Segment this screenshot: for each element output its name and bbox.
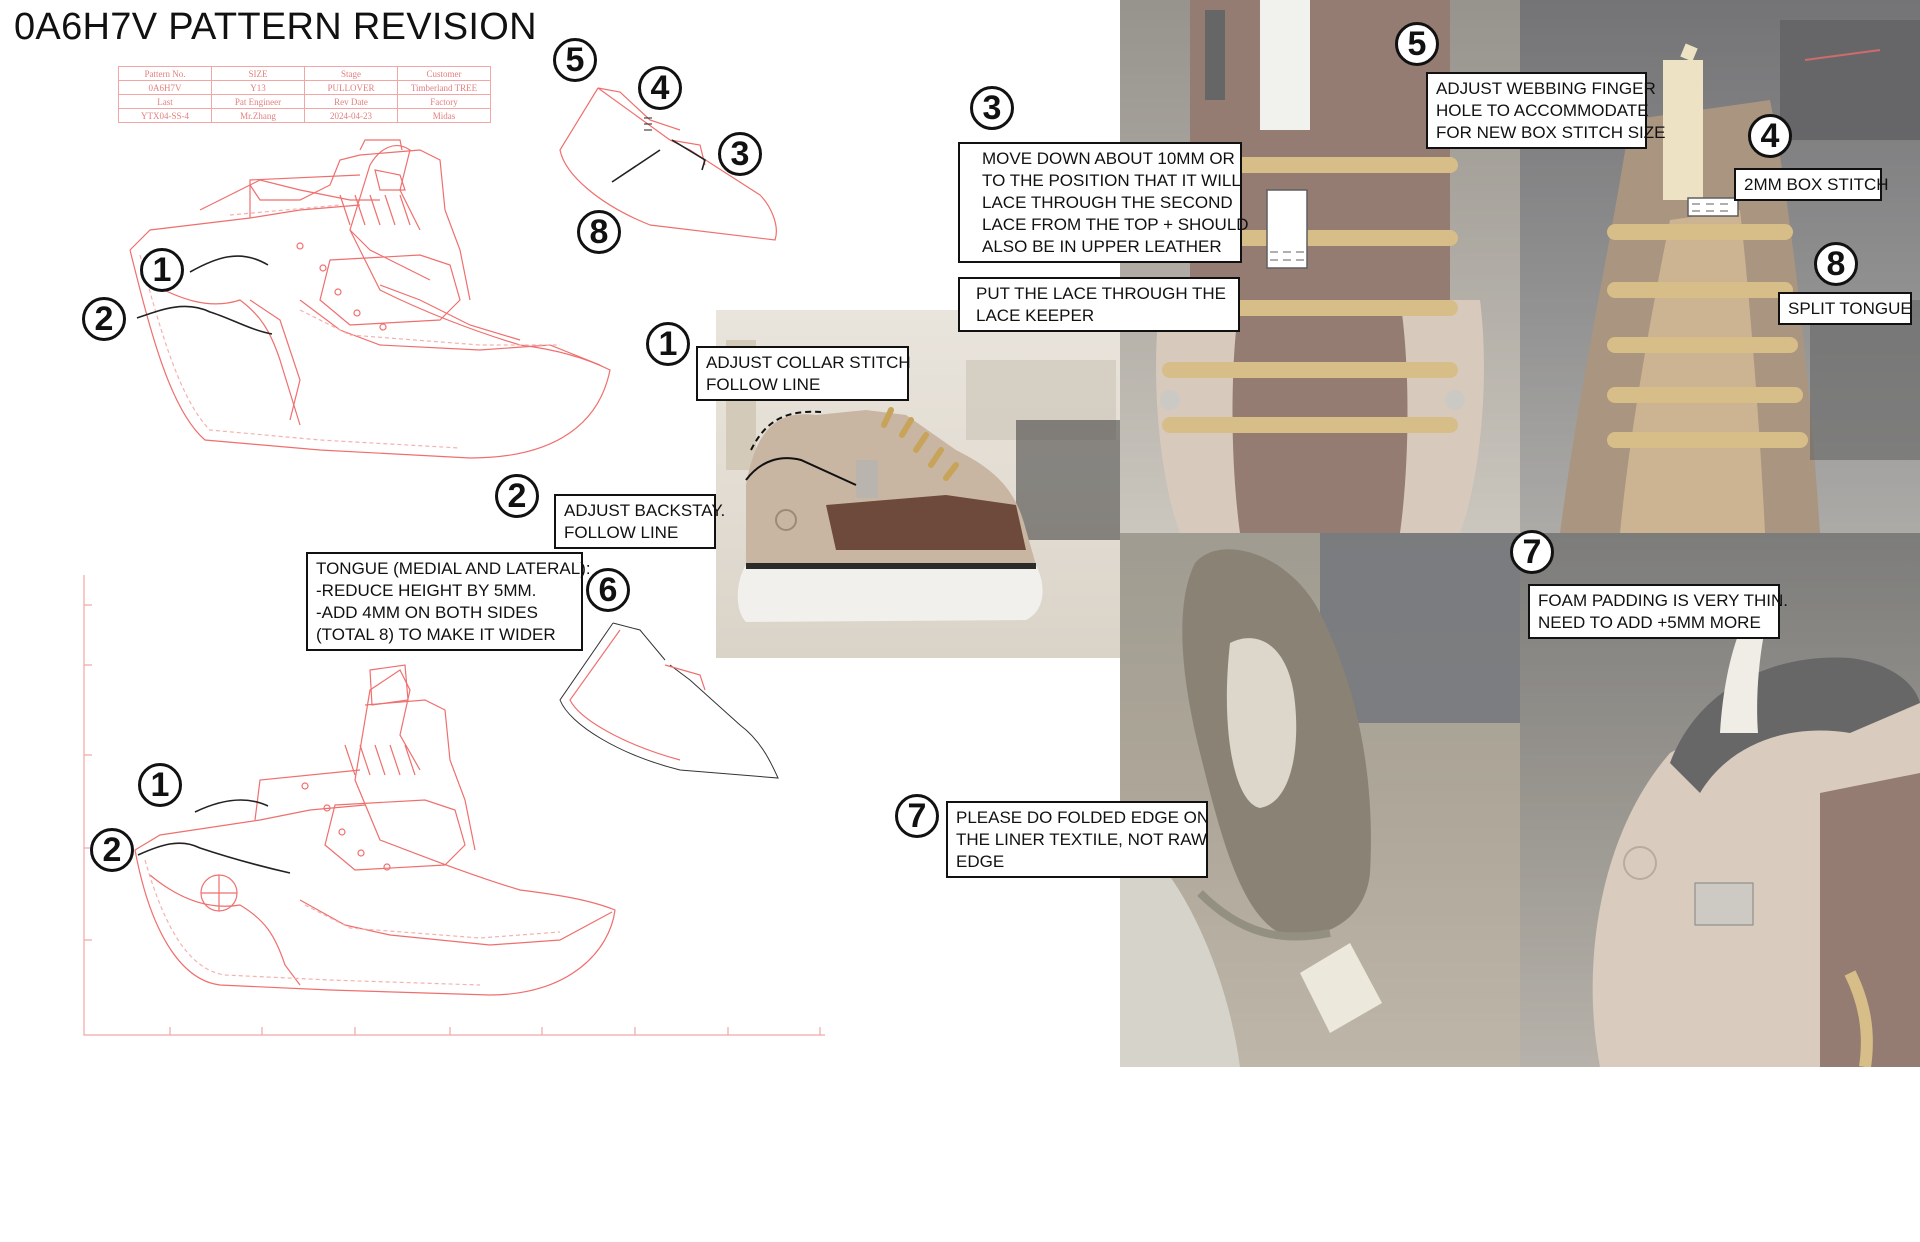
revision-lines bbox=[136, 139, 706, 874]
marker-7-liner: 7 bbox=[895, 794, 939, 838]
marker-3-photo: 3 bbox=[970, 86, 1014, 130]
callout-line: TO THE POSITION THAT IT WILL bbox=[982, 171, 1241, 190]
upper-pattern-top-stitch bbox=[139, 204, 560, 449]
callout-collar-stitch: ADJUST COLLAR STITCH FOLLOW LINE bbox=[696, 346, 911, 401]
liner-illustration bbox=[1120, 533, 1520, 1067]
callout-line: ADJUST BACKSTAY. bbox=[564, 501, 726, 520]
callout-split-tongue: SPLIT TONGUE bbox=[1778, 292, 1912, 325]
callout-line: TONGUE (MEDIAL AND LATERAL): bbox=[316, 559, 591, 578]
tongue-pattern-bottom-inner bbox=[569, 629, 706, 761]
marker-3-tongue: 3 bbox=[718, 132, 762, 176]
marker-1-top-pattern: 1 bbox=[140, 248, 184, 292]
pull-tab-illustration bbox=[1560, 20, 1920, 533]
marker-8-photo: 8 bbox=[1814, 242, 1858, 286]
callout-line: THE LINER TEXTILE, NOT RAW bbox=[956, 830, 1207, 849]
marker-2-top-pattern: 2 bbox=[82, 297, 126, 341]
laces-illustration bbox=[1156, 0, 1484, 533]
callout-folded-edge: PLEASE DO FOLDED EDGE ON THE LINER TEXTI… bbox=[946, 801, 1210, 878]
callout-line: (TOTAL 8) TO MAKE IT WIDER bbox=[316, 625, 556, 644]
callout-line: EDGE bbox=[956, 852, 1005, 871]
marker-2-bottom-pattern: 2 bbox=[90, 828, 134, 872]
callout-line: ADJUST WEBBING FINGER bbox=[1436, 79, 1656, 98]
marker-6-tongue-bottom: 6 bbox=[586, 568, 630, 612]
callout-line: FOLLOW LINE bbox=[706, 375, 821, 394]
table-row: YTX04-SS-4 Mr.Zhang 2024-04-23 Midas bbox=[118, 108, 491, 123]
callout-line: -REDUCE HEIGHT BY 5MM. bbox=[316, 581, 537, 600]
photo-side-view bbox=[716, 310, 1120, 658]
callout-backstay: ADJUST BACKSTAY. FOLLOW LINE bbox=[554, 494, 726, 549]
callout-line: FOLLOW LINE bbox=[564, 523, 679, 542]
marker-5-photo: 5 bbox=[1395, 22, 1439, 66]
marker-1-bottom-pattern: 1 bbox=[138, 763, 182, 807]
marker-4-photo: 4 bbox=[1748, 114, 1792, 158]
boot-illustration bbox=[726, 340, 1120, 622]
tongue-pattern-bottom bbox=[559, 622, 779, 779]
callout-tongue-size: TONGUE (MEDIAL AND LATERAL): -REDUCE HEI… bbox=[306, 552, 591, 651]
pattern-ruler bbox=[83, 575, 825, 1036]
pattern-info-table: Pattern No. SIZE Stage Customer 0A6H7V Y… bbox=[118, 66, 491, 123]
callout-lace-position: MOVE DOWN ABOUT 10MM OR TO THE POSITION … bbox=[958, 142, 1249, 263]
dashed-mark-4 bbox=[644, 117, 652, 131]
callout-line: LACE FROM THE TOP + SHOULD bbox=[982, 215, 1249, 234]
callout-line: FOR NEW BOX STITCH SIZE bbox=[1436, 123, 1666, 142]
eyelet-marks-bottom bbox=[301, 782, 391, 871]
callout-line: ADJUST COLLAR STITCH bbox=[706, 353, 911, 372]
photo-laces-front bbox=[1120, 0, 1520, 533]
upper-pattern-bottom bbox=[134, 664, 616, 996]
callout-line: NEED TO ADD +5MM MORE bbox=[1538, 613, 1761, 632]
callout-line: LACE KEEPER bbox=[976, 306, 1095, 325]
callout-line: LACE THROUGH THE SECOND bbox=[982, 193, 1233, 212]
marker-4-tongue: 4 bbox=[638, 66, 682, 110]
callout-line: 2MM BOX STITCH bbox=[1744, 175, 1889, 194]
photo-liner-inside bbox=[1120, 533, 1520, 1067]
table-cell: Midas bbox=[397, 108, 491, 123]
callout-line: HOLE TO ACCOMMODATE bbox=[1436, 101, 1649, 120]
marker-8-tongue: 8 bbox=[577, 210, 621, 254]
callout-foam-padding: FOAM PADDING IS VERY THIN. NEED TO ADD +… bbox=[1528, 584, 1789, 639]
eyelet-marks-top bbox=[296, 242, 387, 331]
callout-line: ALSO BE IN UPPER LEATHER bbox=[982, 237, 1222, 256]
callout-box-stitch: 2MM BOX STITCH bbox=[1734, 168, 1889, 201]
table-cell: 2024-04-23 bbox=[304, 108, 398, 123]
callout-line: SPLIT TONGUE bbox=[1788, 299, 1912, 318]
callout-line: -ADD 4MM ON BOTH SIDES bbox=[316, 603, 538, 622]
page-title: 0A6H7V PATTERN REVISION bbox=[14, 6, 537, 48]
marker-5-tongue: 5 bbox=[553, 38, 597, 82]
table-row: 0A6H7V Y13 PULLOVER Timberland TREE bbox=[118, 80, 491, 95]
callout-line: MOVE DOWN ABOUT 10MM OR bbox=[982, 149, 1235, 168]
callout-line: PUT THE LACE THROUGH THE bbox=[976, 284, 1227, 303]
callout-webbing-hole: ADJUST WEBBING FINGER HOLE TO ACCOMMODAT… bbox=[1426, 72, 1666, 149]
callout-line: FOAM PADDING IS VERY THIN. bbox=[1538, 591, 1789, 610]
marker-1-photo: 1 bbox=[646, 322, 690, 366]
marker-2-photo: 2 bbox=[495, 474, 539, 518]
callout-line: PLEASE DO FOLDED EDGE ON bbox=[956, 808, 1210, 827]
upper-pattern-bottom-stitch bbox=[144, 859, 561, 986]
upper-pattern-top bbox=[129, 139, 611, 459]
marker-7-collar: 7 bbox=[1510, 530, 1554, 574]
callout-lace-keeper: PUT THE LACE THROUGH THE LACE KEEPER bbox=[958, 277, 1240, 332]
